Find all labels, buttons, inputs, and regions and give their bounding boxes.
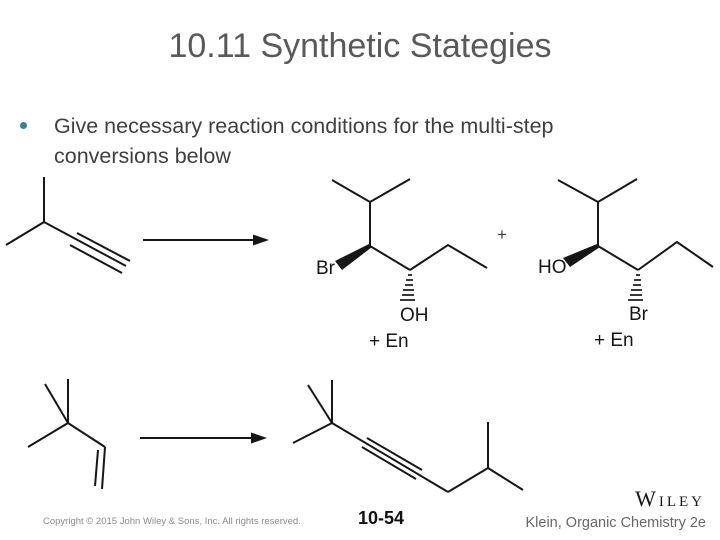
bromo-alcohol-product-structure: Br OH + En — [316, 178, 488, 352]
alkyne-product-structure — [292, 380, 524, 493]
reaction-arrow-1 — [143, 234, 269, 246]
bullet-item: Give necessary reaction conditions for t… — [20, 111, 690, 171]
bullet-dot-icon — [20, 122, 27, 129]
bullet-text: Give necessary reaction conditions for t… — [54, 111, 554, 171]
plus-enantiomer-label-1: + En — [369, 331, 409, 352]
br-hash-label: Br — [629, 304, 649, 325]
plus-sign: + — [497, 225, 507, 244]
wiley-logo: Wiley — [635, 486, 705, 511]
bullet-text-line1: Give necessary reaction conditions for t… — [54, 114, 554, 138]
alkyne-substrate-structure — [5, 177, 131, 274]
oh-hash-label: OH — [400, 305, 429, 326]
alkene-substrate-structure — [27, 379, 106, 490]
alcohol-bromide-product-structure: HO Br + En — [538, 178, 714, 351]
slide-title: 10.11 Synthetic Stategies — [168, 27, 552, 65]
plus-enantiomer-label-2: + En — [594, 330, 634, 351]
copyright-text: Copyright © 2015 John Wiley & Sons, Inc.… — [43, 516, 301, 527]
bullet-text-line2: conversions below — [54, 144, 231, 168]
ho-wedge-label: HO — [538, 257, 567, 278]
reaction-arrow-2 — [140, 432, 267, 444]
book-attribution: Klein, Organic Chemistry 2e — [525, 515, 706, 531]
br-wedge-label: Br — [316, 258, 336, 279]
slide-number: 10-54 — [358, 508, 405, 528]
